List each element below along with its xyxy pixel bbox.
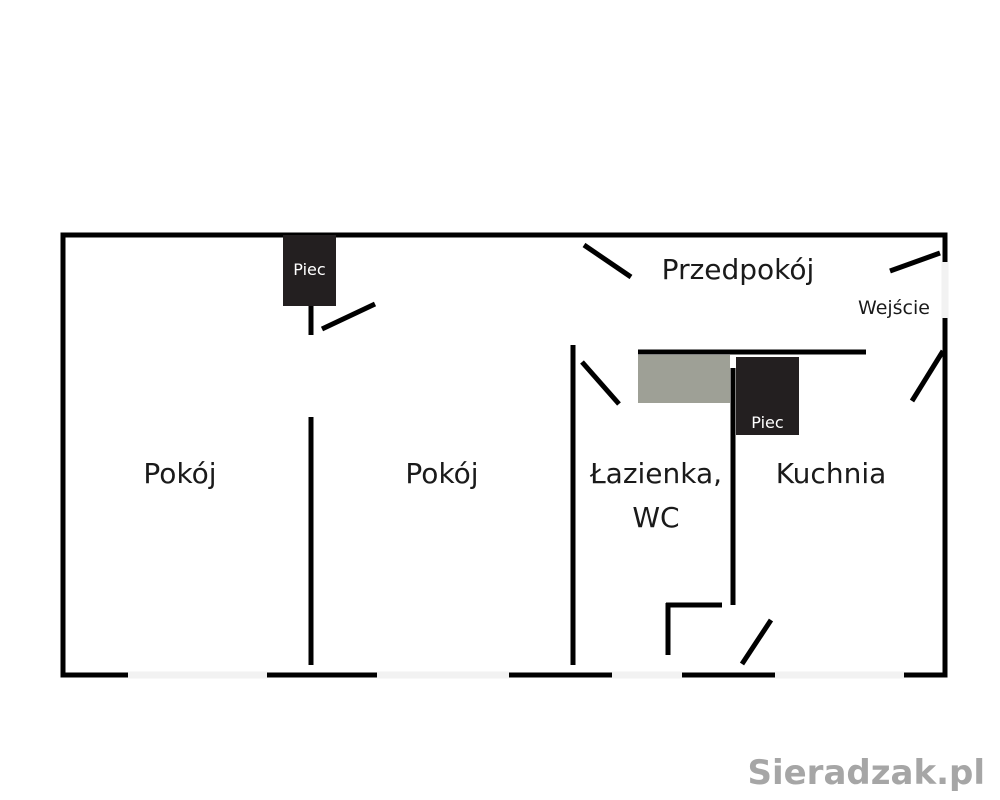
room-label-wejscie: Wejście [858, 297, 930, 319]
door-entrance [889, 250, 941, 274]
room-label-przedpokoj: Przedpokój [662, 253, 815, 286]
outer-wall [60, 232, 948, 678]
room-label-lazienka-line1: Łazienka, [589, 457, 722, 490]
door-hall-to-room [320, 301, 377, 332]
stove-room-label: Piec [293, 260, 325, 279]
door-kitchen-hall [909, 349, 946, 403]
watermark: Sieradzak.pl [747, 753, 985, 793]
door-bathroom [580, 360, 621, 406]
door-kitchen-lower [739, 618, 774, 666]
room-label-kuchnia: Kuchnia [776, 457, 887, 490]
room-label-pokoj-left: Pokój [143, 457, 216, 490]
door-hall-upper [582, 242, 633, 280]
room-label-lazienka-line2: WC [632, 501, 679, 534]
stove-kitchen-label: Piec [751, 413, 783, 432]
room-label-pokoj-mid: Pokój [405, 457, 478, 490]
stove-room [283, 235, 336, 306]
stove-kitchen [736, 357, 799, 435]
counter [638, 355, 730, 403]
